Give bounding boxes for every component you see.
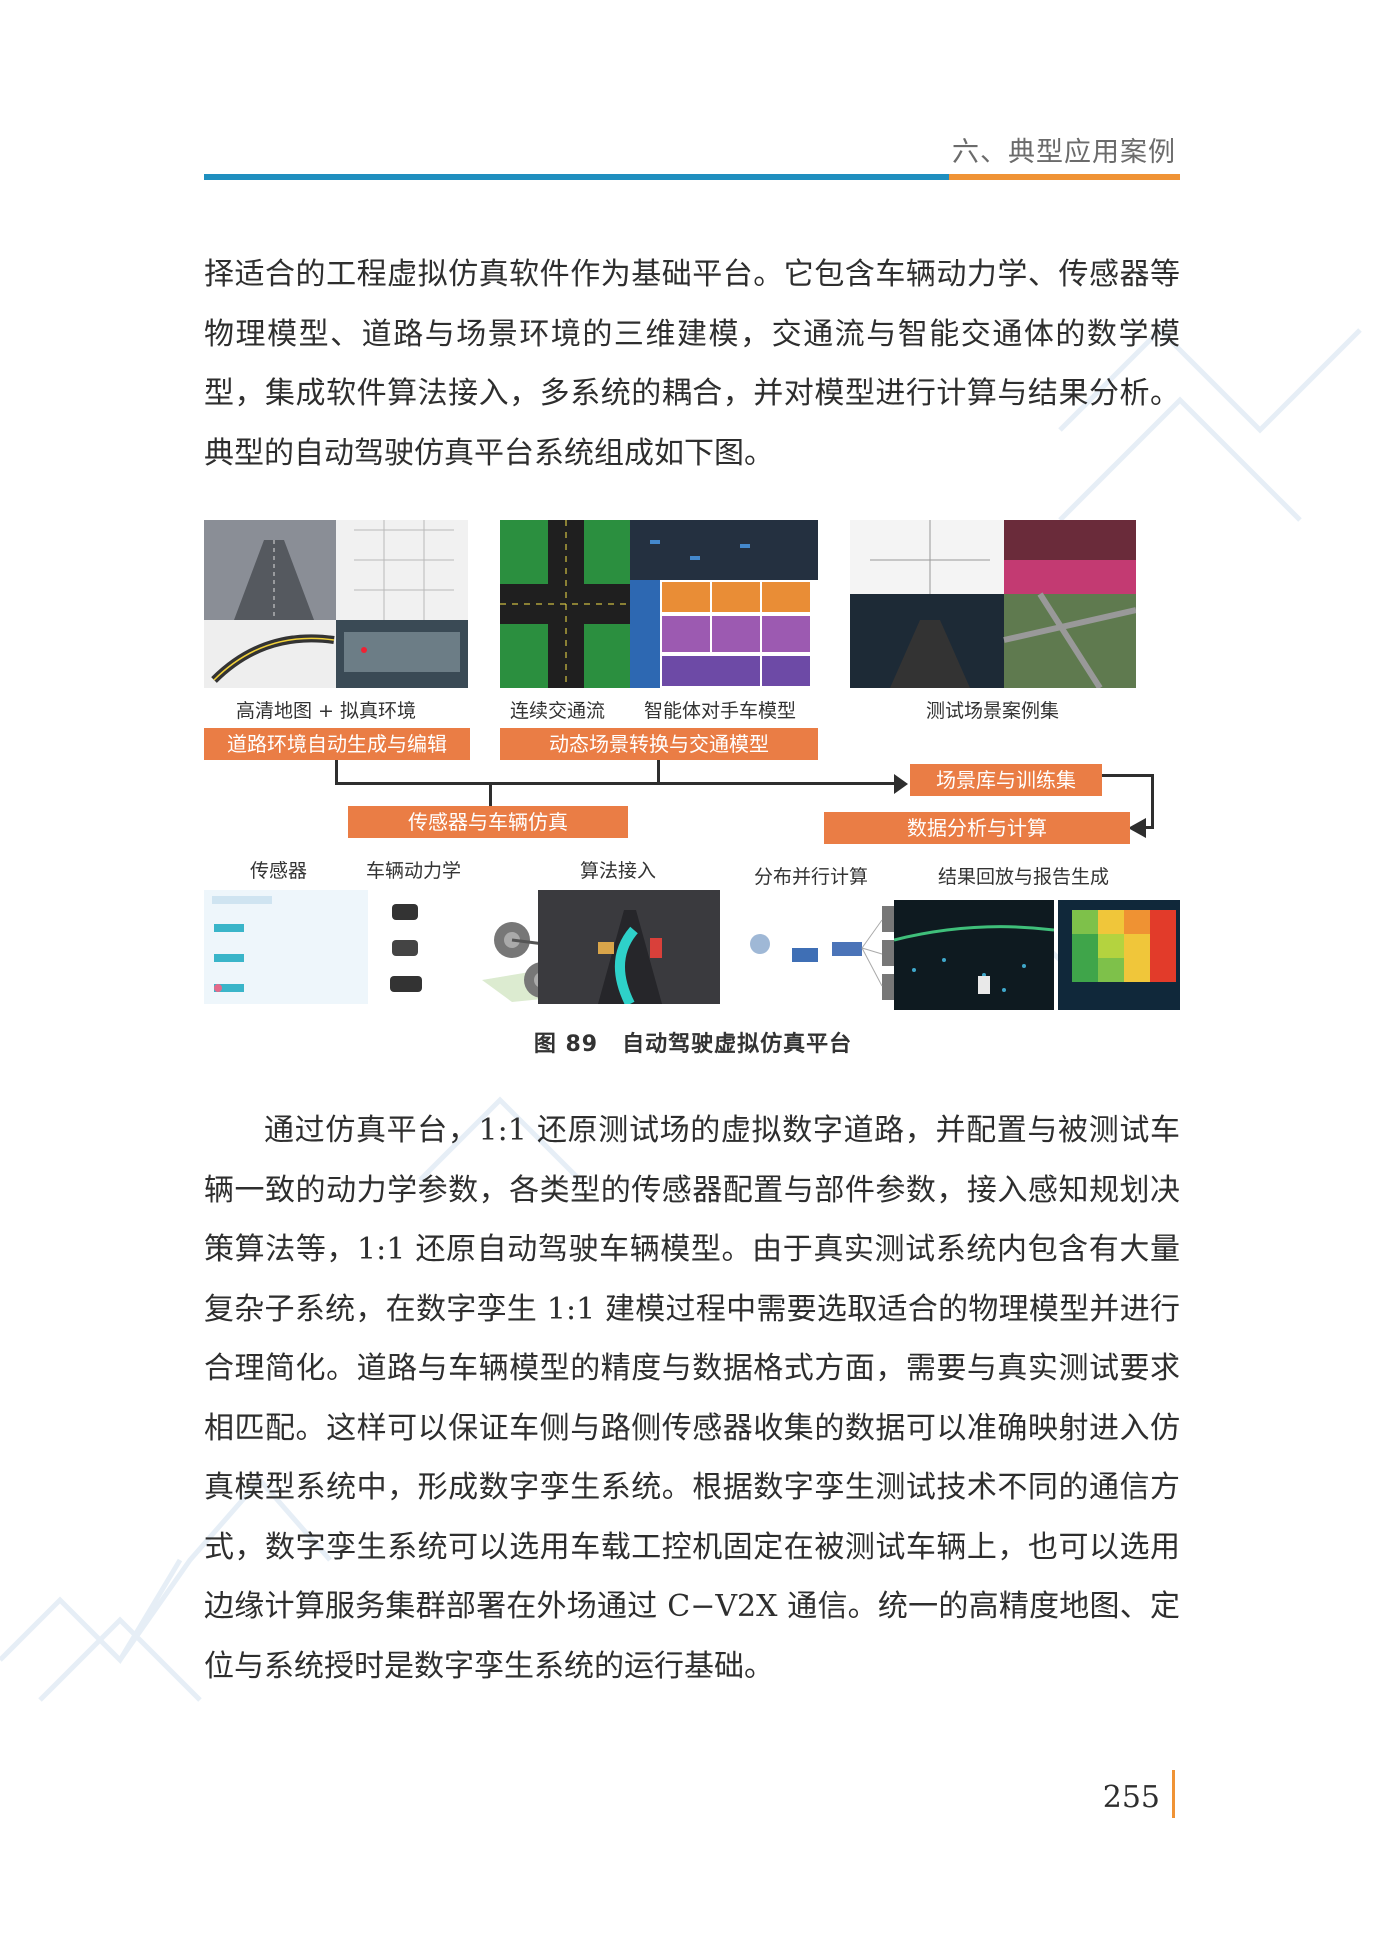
connector-right-h [1102,774,1154,777]
connector-h [335,782,903,785]
box-sensor-sim: 传感器与车辆仿真 [348,806,628,838]
sensor-config-image [204,890,368,1004]
label-agent-model: 智能体对手车模型 [644,700,797,722]
box-data-analysis: 数据分析与计算 [824,812,1130,844]
figure-title: 自动驾驶虚拟仿真平台 [622,1032,853,1057]
arrow-to-data-analysis [1128,818,1146,838]
label-hd-map: 高清地图 + 拟真环境 [236,700,416,722]
label-test-cases: 测试场景案例集 [926,700,1060,722]
heatmap-report-image [1058,900,1180,1010]
algorithm-render-image [538,890,720,1004]
hd-map-image [204,520,468,688]
connector-left-v [335,760,338,784]
connector-right-v [1151,774,1154,828]
label-sensor: 传感器 [250,860,308,882]
test-scenario-image [850,520,1136,688]
traffic-model-image [500,520,818,688]
vehicle-dynamics-image [368,890,472,1004]
page-number-bar [1172,1770,1175,1818]
box-road-env: 道路环境自动生成与编辑 [204,728,470,760]
label-playback: 结果回放与报告生成 [938,866,1110,888]
header-rule-blue [204,174,949,180]
figure-caption: 图 89 自动驾驶虚拟仿真平台 [0,1026,1386,1058]
connector-right-return [1144,826,1154,829]
header-rule [204,174,1180,180]
label-traffic-flow: 连续交通流 [510,700,606,722]
figure-simulation-platform: 高清地图 + 拟真环境 连续交通流 智能体对手车模型 测试场景案例集 道路环境自… [204,520,1180,1010]
label-distributed: 分布并行计算 [754,866,869,888]
label-dynamics: 车辆动力学 [366,860,462,882]
point-cloud-playback-image [894,900,1054,1010]
header-rule-orange [949,174,1180,180]
page-number: 255 [1102,1780,1160,1815]
body-paragraph-2: 通过仿真平台，1:1 还原测试场的虚拟数字道路，并配置与被测试车辆一致的动力学参… [204,1113,1180,1684]
body-paragraph-1: 择适合的工程虚拟仿真软件作为基础平台。它包含车辆动力学、传感器等物理模型、道路与… [204,257,1180,471]
arrow-to-scene-lib [894,774,908,794]
box-dynamic-scene: 动态场景转换与交通模型 [500,728,818,760]
box-scene-lib: 场景库与训练集 [910,764,1102,796]
figure-number: 图 89 [533,1032,599,1057]
connector-sensor-v [489,782,492,806]
chapter-title: 六、典型应用案例 [952,137,1176,168]
connector-mid-v [657,760,660,784]
label-algorithm: 算法接入 [580,860,657,882]
